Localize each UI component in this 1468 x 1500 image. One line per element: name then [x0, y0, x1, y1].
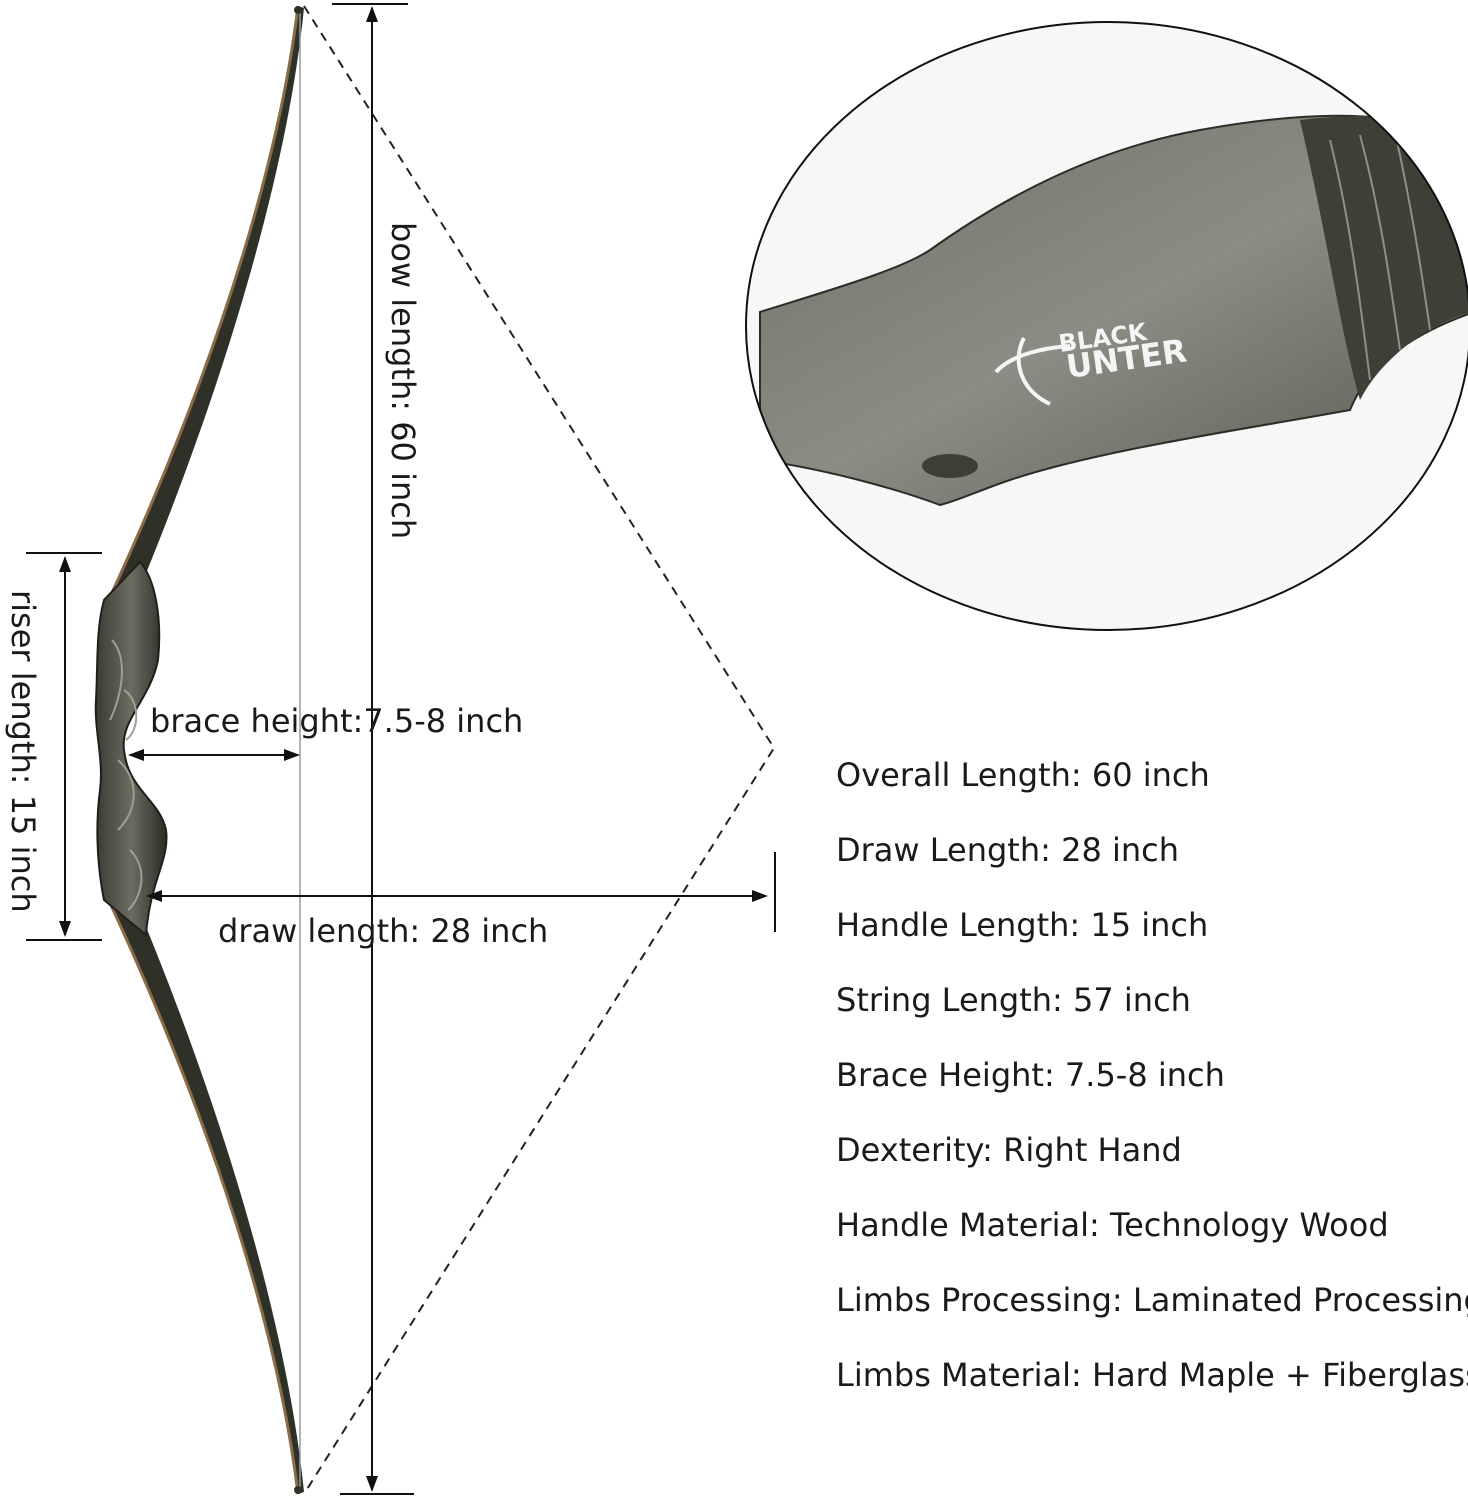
handle-grip-grain — [1329, 131, 1431, 381]
spec-draw-length: Draw Length: 28 inch — [836, 831, 1180, 869]
riser-length-label: riser length: 15 inch — [4, 590, 42, 913]
closeup-border — [745, 21, 1468, 631]
spec-handle-length: Handle Length: 15 inch — [836, 906, 1209, 944]
upper-limb — [104, 6, 304, 612]
logo-swoosh — [994, 337, 1071, 406]
lower-limb — [104, 888, 304, 1494]
riser-length-dimension: riser length: 15 inch — [4, 552, 102, 941]
spec-string-length: String Length: 57 inch — [836, 981, 1191, 1019]
upper-nock — [294, 6, 302, 14]
upper-limb-edge — [102, 5, 300, 611]
spec-overall-length: Overall Length: 60 inch — [836, 756, 1210, 794]
dashed-draw-outline — [303, 5, 776, 1495]
brace-height-dimension: brace height:7.5-8 inch — [128, 702, 523, 761]
lower-nock — [294, 1486, 302, 1494]
draw-length-label: draw length: 28 inch — [218, 912, 548, 950]
spec-list: Overall Length: 60 inch Draw Length: 28 … — [836, 748, 1468, 1423]
spec-limbs-material: Limbs Material: Hard Maple + Fiberglass — [836, 1356, 1468, 1394]
brace-height-label: brace height:7.5-8 inch — [150, 702, 523, 740]
spec-limbs-processing: Limbs Processing: Laminated Processing — [836, 1281, 1468, 1319]
spec-handle-material: Handle Material: Technology Wood — [836, 1206, 1389, 1244]
bow — [94, 5, 304, 1495]
handle-wood — [759, 114, 1468, 507]
handle-knot — [922, 454, 978, 478]
spec-brace-height: Brace Height: 7.5-8 inch — [836, 1056, 1225, 1094]
bow-length-label: bow length: 60 inch — [384, 222, 422, 539]
handle-closeup: BLACK UNTER — [745, 21, 1468, 631]
lower-limb-edge — [102, 889, 300, 1495]
bow-length-dimension: bow length: 60 inch — [332, 3, 422, 1495]
spec-dexterity: Dexterity: Right Hand — [836, 1131, 1182, 1169]
riser — [94, 560, 168, 938]
riser-grain — [109, 639, 143, 911]
draw-length-dimension: draw length: 28 inch — [146, 852, 776, 950]
